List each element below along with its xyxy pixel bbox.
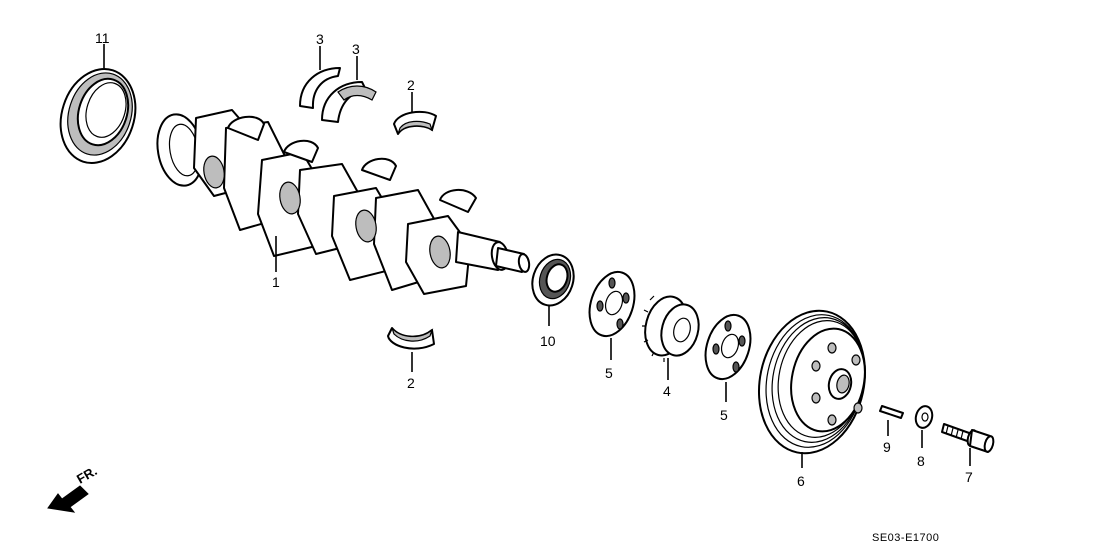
label-bearing-upper: 2 (407, 77, 415, 93)
diagram-code: SE03-E1700 (872, 532, 939, 544)
label-guide-plate-b: 5 (720, 407, 728, 423)
front-indicator-label: FR. (74, 463, 100, 486)
label-guide-plate-a: 5 (605, 365, 613, 381)
crank-guide-plate[interactable] (698, 309, 758, 385)
front-oil-seal[interactable] (526, 249, 580, 311)
label-timing-pulley: 4 (663, 383, 671, 399)
pulley-bolt[interactable] (941, 423, 995, 453)
label-washer: 8 (917, 453, 925, 469)
rear-oil-seal[interactable] (49, 59, 147, 173)
label-thrust-washer-a: 3 (316, 31, 324, 47)
label-crankshaft: 1 (272, 274, 280, 290)
label-thrust-washer-b: 3 (352, 41, 360, 57)
pulley-washer[interactable] (913, 404, 934, 429)
crankshaft[interactable] (152, 109, 531, 295)
label-key: 9 (883, 439, 891, 455)
front-direction-arrow-icon (47, 485, 89, 513)
timing-belt-drive-pulley[interactable] (639, 292, 704, 362)
label-bolt: 7 (965, 469, 973, 485)
crank-guide-plate[interactable] (582, 266, 642, 342)
main-bearing-lower[interactable] (387, 327, 435, 350)
label-rear-oil-seal: 11 (95, 30, 110, 46)
thrust-washer[interactable] (299, 67, 377, 123)
main-bearing-upper[interactable] (393, 110, 437, 135)
woodruff-key[interactable] (879, 405, 904, 419)
label-pulley: 6 (797, 473, 805, 489)
crankshaft-pulley[interactable] (746, 301, 878, 463)
label-front-oil-seal: 10 (540, 333, 556, 349)
label-bearing-lower: 2 (407, 375, 415, 391)
